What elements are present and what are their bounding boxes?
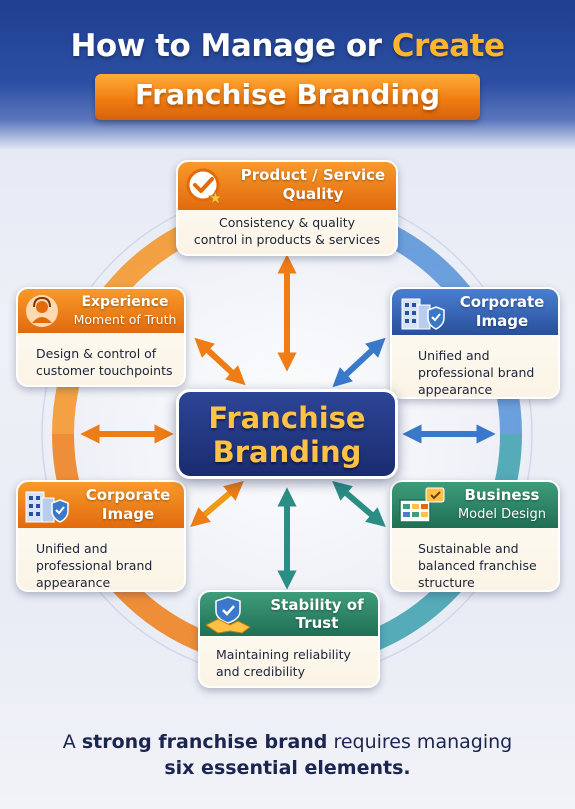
card-body-line1: Consistency & quality bbox=[218, 215, 356, 230]
card-body: Sustainable and balanced franchise struc… bbox=[392, 540, 558, 590]
card-title-line2: Image bbox=[101, 505, 155, 523]
card-body-line2: customer touchpoints bbox=[36, 363, 173, 378]
card-title-line1: Business bbox=[464, 486, 540, 504]
handshake-shield-icon bbox=[204, 595, 252, 635]
card-body: Design & control of customer touchpoints bbox=[18, 345, 184, 379]
card-body-line1: Maintaining reliability bbox=[216, 647, 351, 662]
card-title-line2: Trust bbox=[295, 614, 339, 632]
card-corporate-image-left: Corporate Image Unified and professional… bbox=[16, 480, 186, 592]
card-corporate-image-right: Corporate Image Unified and professional… bbox=[390, 287, 560, 399]
card-body: Consistency & quality control in product… bbox=[178, 214, 396, 248]
card-body-line3: appearance bbox=[418, 382, 493, 397]
card-body-line3: appearance bbox=[36, 575, 111, 590]
footer-bold-phrase2: six essential elements. bbox=[164, 757, 411, 779]
card-body-line3: structure bbox=[418, 575, 475, 590]
card-title-line1: Stability of bbox=[270, 596, 364, 614]
card-business-model-design: Business Model Design Sustainable and ba… bbox=[390, 480, 560, 592]
card-stability-of-trust: Stability of Trust Maintaining reliabili… bbox=[198, 590, 380, 688]
card-body: Unified and professional brand appearanc… bbox=[18, 540, 184, 590]
card-body-line1: Unified and bbox=[418, 348, 490, 363]
footer-summary: A strong franchise brand requires managi… bbox=[0, 729, 575, 781]
building-shield-icon bbox=[398, 293, 446, 331]
card-title-line1: Corporate bbox=[85, 486, 171, 504]
title-banner bbox=[95, 74, 480, 120]
arrow-center-to-business bbox=[332, 481, 386, 527]
footer-line1: A strong franchise brand requires managi… bbox=[62, 731, 513, 753]
card-body-line2: professional brand bbox=[36, 558, 153, 573]
card-body-line1: Sustainable and bbox=[418, 541, 519, 556]
footer-bold-phrase1: strong franchise brand bbox=[81, 731, 328, 753]
card-body: Unified and professional brand appearanc… bbox=[392, 347, 558, 397]
card-body-line2: balanced franchise bbox=[418, 558, 537, 573]
card-body-line2: professional brand bbox=[418, 365, 535, 380]
card-product-service-quality: Product / Service Quality Consistency & … bbox=[176, 160, 398, 256]
footer-line2: six essential elements. bbox=[0, 755, 575, 781]
building-shield-icon bbox=[22, 486, 70, 524]
center-title-line1: Franchise bbox=[208, 401, 366, 435]
page-title-line1: How to Manage or Create bbox=[70, 28, 505, 64]
card-title-line2: Moment of Truth bbox=[73, 312, 177, 327]
card-body-line1: Unified and bbox=[36, 541, 108, 556]
card-body: Maintaining reliability and credibility bbox=[200, 646, 378, 680]
card-body-line1: Design & control of bbox=[36, 346, 157, 361]
card-title-line2: Model Design bbox=[457, 507, 547, 522]
card-title-line1: Product / Service bbox=[240, 166, 386, 184]
arrow-center-to-experience bbox=[194, 337, 246, 386]
arrow-center-to-corporate-left bbox=[190, 481, 244, 527]
card-body-line2: control in products & services bbox=[193, 232, 381, 247]
page-title-line2: Franchise Branding bbox=[134, 78, 441, 111]
card-title-line2: Image bbox=[475, 312, 529, 330]
card-body-line2: and credibility bbox=[216, 664, 305, 679]
card-title-line2: Quality bbox=[282, 185, 344, 203]
center-franchise-branding: Franchise Branding bbox=[176, 389, 398, 479]
business-model-icon bbox=[398, 486, 446, 524]
arrow-center-to-corporate-right bbox=[332, 337, 386, 388]
card-title-line1: Experience bbox=[81, 294, 169, 310]
card-title-line1: Corporate bbox=[459, 293, 545, 311]
quality-check-icon bbox=[182, 166, 226, 206]
page-title-accent: Create bbox=[391, 28, 505, 64]
center-title-line2: Branding bbox=[212, 435, 362, 469]
card-experience: Experience Moment of Truth Design & cont… bbox=[16, 287, 186, 387]
customer-service-icon bbox=[22, 292, 62, 330]
